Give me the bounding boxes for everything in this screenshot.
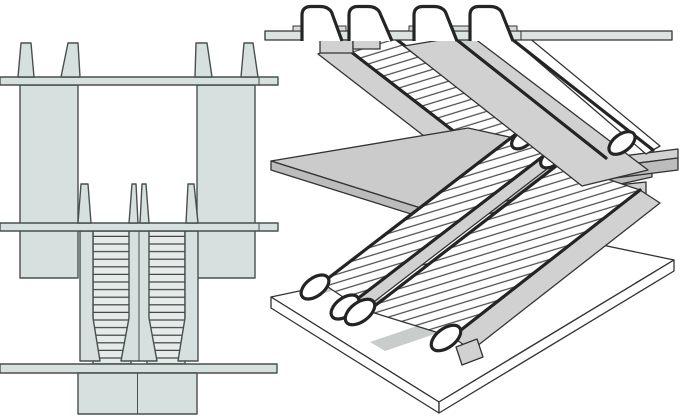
upper-truss-column-left [19,84,79,279]
handrail [350,152,548,305]
middle-floor-slab [0,222,279,232]
balustrade-post [128,183,139,224]
upper-truss-column-right [196,84,256,279]
lower-escalator-near [343,161,661,366]
balustrade-post [240,42,259,78]
handrail-end-loop [607,130,637,156]
bottom-floor-slab [0,363,278,374]
handrail [455,38,608,160]
isometric-view [264,4,679,414]
handrail-arch [347,4,394,42]
newel-base-box [455,338,484,366]
handrail [366,161,562,313]
handrail-end-loop [343,297,377,327]
top-handrail-arches [300,4,515,42]
handrail-arch [300,4,344,42]
upper-escalator-near [403,34,661,187]
upper-landing-box [352,39,381,50]
balustrade-post [60,42,81,78]
balustrade-post [77,183,92,224]
lower-escalator-far [299,127,565,321]
ground-plate-edge-right [438,259,675,414]
handrail-arch [468,4,515,42]
handrail [450,188,642,339]
upper-landing-box [319,39,354,54]
balustrade-post [139,183,150,224]
handrail-end-loop [299,273,331,301]
handrail-arch [412,4,459,42]
balustrade-deck-strip [408,25,518,32]
balustrade-post [17,42,35,78]
handrail [320,132,518,285]
front-elevation-view [0,42,279,415]
balustrade-post [194,42,213,78]
top-floor-slab [0,76,279,86]
handrail-end-loop [429,323,463,353]
balustrade-post [185,183,199,224]
